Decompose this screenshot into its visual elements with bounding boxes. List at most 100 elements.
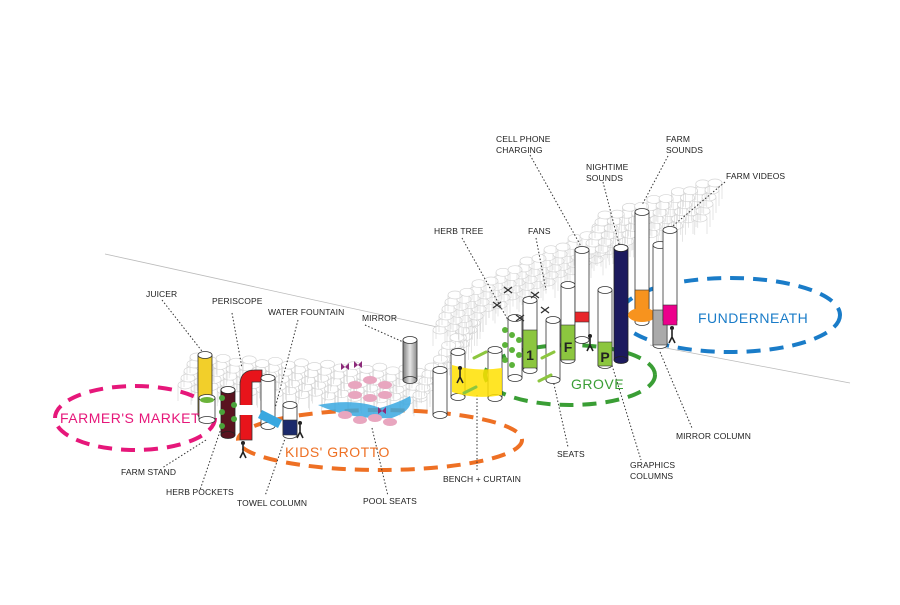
water-fountain-spout [258, 410, 282, 428]
herb-pocket [219, 423, 225, 429]
tube-top [670, 187, 686, 197]
seat-column-top [432, 366, 448, 374]
pool-seat [378, 381, 392, 389]
herb-pocket [231, 402, 237, 408]
person-icon [239, 445, 247, 459]
pool-seat [383, 418, 397, 426]
graphics-column-p-top [597, 286, 613, 294]
towel-fill [282, 419, 298, 436]
callout-farm-sounds: FARM SOUNDS [666, 134, 703, 155]
zone-label-kids-grotto: KIDS' GROTTO [285, 444, 390, 460]
callout-herb-tree: HERB TREE [434, 226, 484, 236]
mirror-column-small-base [402, 376, 418, 384]
pool-seat [378, 391, 392, 399]
tube-top [241, 355, 257, 365]
herb-leaf [502, 327, 508, 333]
tube-top [254, 359, 270, 368]
tube-top [695, 179, 711, 189]
callout-fans: FANS [528, 226, 551, 236]
butterfly-icon [341, 363, 349, 370]
mirror-column-small-top [402, 336, 418, 344]
fan-icon [530, 291, 540, 299]
callout-mirror: MIRROR [362, 313, 398, 323]
juicer-column-top [197, 351, 213, 359]
pool-seat [348, 391, 362, 399]
tube-top [333, 363, 348, 373]
zone-label-farmers-market: FARMER'S MARKET [60, 410, 201, 426]
tube-top [320, 359, 335, 369]
farm-sounds-column-top [634, 208, 650, 216]
seat-stick [537, 373, 553, 383]
person-icon [458, 366, 462, 370]
callout-farm-videos: FARM VIDEOS [726, 171, 786, 181]
pool-seat [363, 376, 377, 384]
callout-bench-curtain: BENCH + CURTAIN [443, 474, 521, 484]
tube-top [707, 178, 723, 188]
callout-periscope: PERISCOPE [212, 296, 263, 306]
callout-mirror-column: MIRROR COLUMN [676, 431, 751, 441]
farm-videos-band [662, 304, 678, 326]
speaker-base [628, 308, 656, 322]
herb-tree-column-base [507, 374, 523, 382]
tube-top [294, 358, 309, 368]
callout-graphics-columns: GRAPHICS COLUMNS [630, 460, 676, 481]
seats-column [545, 316, 561, 384]
farm-sounds-band [634, 289, 650, 311]
callout-nightime-sounds: NIGHTIME SOUNDS [586, 162, 629, 183]
graphics-letter: F [564, 339, 573, 355]
butterfly-icon [354, 361, 362, 368]
herb-pockets-column-base [220, 431, 236, 439]
farm-videos-column-top [662, 226, 678, 234]
pool-seat [338, 411, 352, 419]
fan-icon [492, 301, 502, 309]
graphics-column-f-top [560, 281, 576, 289]
tube-top [372, 362, 388, 372]
callout-water-fountain: WATER FOUNTAIN [268, 307, 345, 317]
curtain [452, 365, 502, 397]
zone-label-funderneath: FUNDERNEATH [698, 310, 809, 326]
graphics-column-1-top [522, 296, 538, 304]
tube-top [385, 366, 401, 376]
pool-seat [363, 394, 377, 402]
seat-stick [462, 385, 478, 395]
herb-leaf [509, 347, 515, 353]
zone-label-grove: GROVE [571, 376, 625, 392]
herb-pocket [219, 395, 225, 401]
tube-top [432, 354, 448, 364]
seats-column-top [545, 316, 561, 324]
person-icon [456, 370, 464, 384]
nightime-column-base [613, 356, 629, 364]
callout-pool-seats: POOL SEATS [363, 496, 417, 506]
fan-icon [503, 286, 513, 294]
fan-icon [515, 314, 525, 322]
towel-column-top [282, 401, 298, 409]
callout-herb-pockets: HERB POCKETS [166, 487, 234, 497]
tube-top [646, 195, 662, 204]
nightime-column-top [613, 244, 629, 252]
produce [200, 397, 214, 403]
person-icon [670, 326, 674, 330]
tube-top [267, 356, 283, 366]
callout-cell-phone-charging: CELL PHONE CHARGING [496, 134, 551, 155]
nightime-column-body [613, 247, 629, 361]
callout-seats: SEATS [557, 449, 585, 459]
herb-leaf [516, 352, 522, 358]
seat-column-base [432, 411, 448, 419]
seat-stick [472, 350, 488, 360]
herb-leaf [516, 337, 522, 343]
tube-top [307, 362, 322, 371]
ground-line [649, 344, 851, 384]
mirror-column-small [402, 336, 418, 384]
pool-seat [348, 381, 362, 389]
tube-top [215, 354, 231, 363]
bench-column-top [450, 348, 466, 356]
herb-leaf [502, 342, 508, 348]
graphics-fill-1 [522, 329, 538, 369]
fan-icon [540, 306, 550, 314]
charging-column-base [574, 336, 590, 344]
herb-leaf [502, 357, 508, 363]
graphics-letter: P [600, 349, 609, 365]
tube-top [683, 186, 698, 196]
callout-farm-stand: FARM STAND [121, 467, 177, 477]
